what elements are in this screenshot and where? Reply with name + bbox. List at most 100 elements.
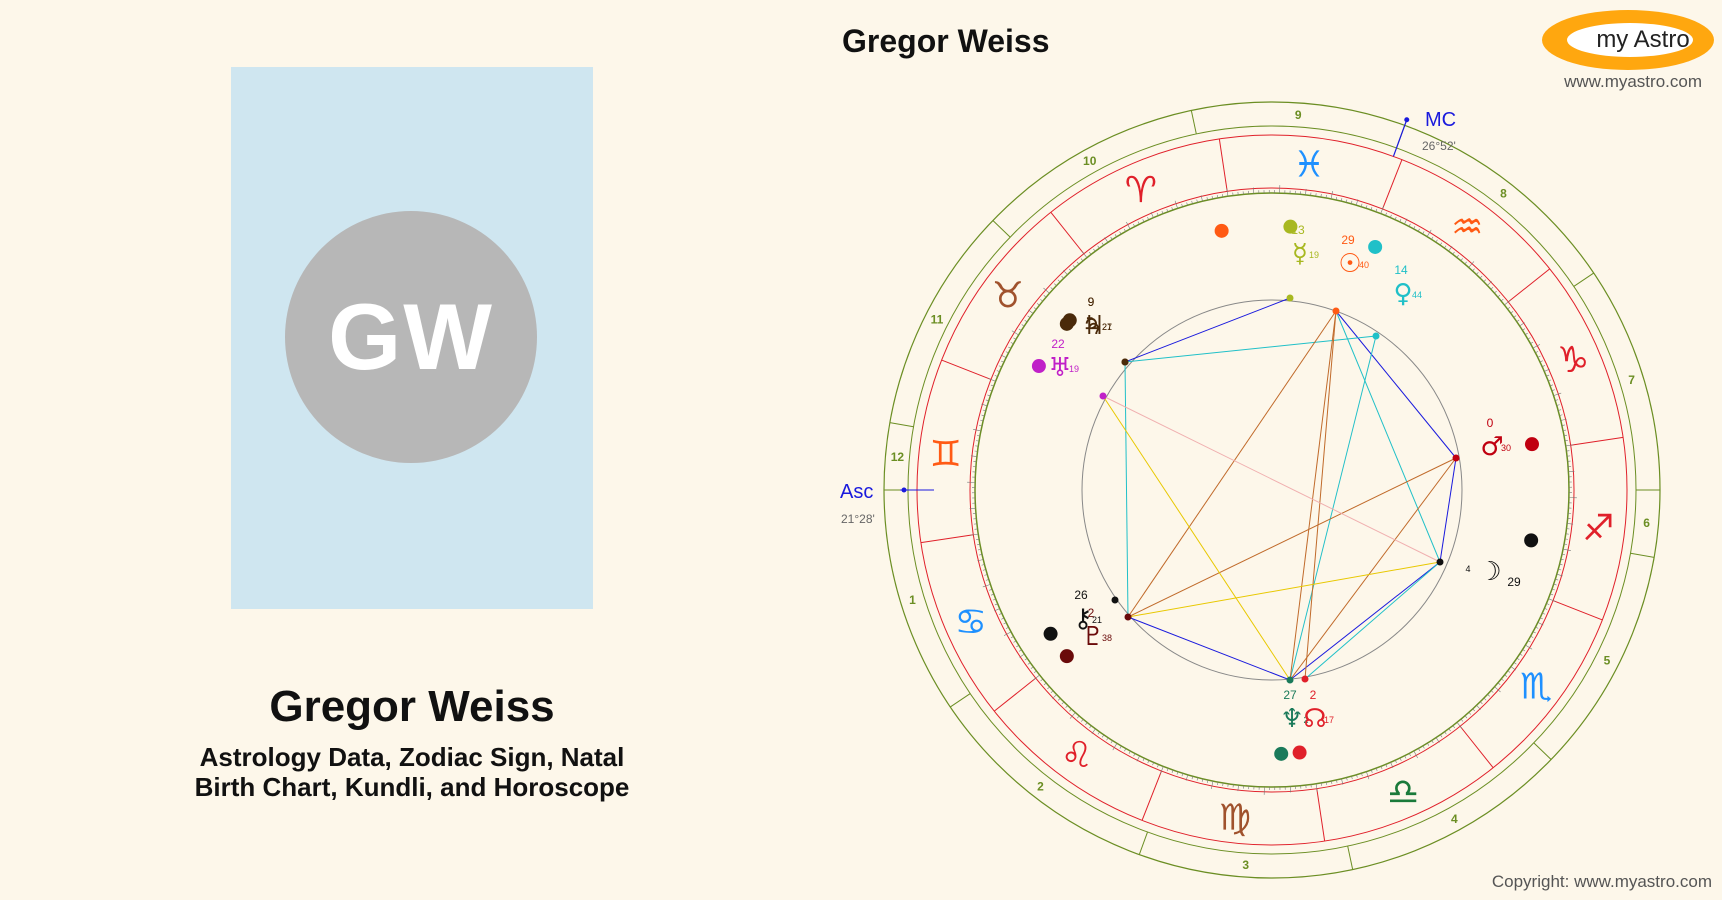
degree-tick [1126, 221, 1131, 230]
aspect-line-mars-pluto [1127, 457, 1457, 618]
degree-tick [1077, 715, 1080, 719]
degree-tick [979, 554, 983, 556]
degree-tick [1147, 216, 1149, 220]
degree-tick [1021, 324, 1025, 327]
planet-uranus-marker [1031, 359, 1046, 374]
degree-tick [1101, 242, 1104, 246]
planet-mars-aspect-point [1452, 454, 1460, 462]
degree-tick [1089, 251, 1092, 255]
degree-tick [1546, 374, 1550, 377]
degree-tick [1166, 768, 1169, 772]
degree-tick [1448, 728, 1451, 732]
planet-saturn-minute: 21 [1102, 322, 1112, 332]
degree-tick [987, 394, 991, 397]
degree-tick [1027, 662, 1031, 665]
degree-tick [1527, 640, 1531, 643]
degree-tick [1000, 354, 1007, 358]
sign-scorpio-icon: ♏ [1520, 666, 1552, 707]
degree-tick [1560, 418, 1567, 421]
degree-tick [1385, 212, 1387, 216]
degree-tick [1351, 776, 1353, 780]
degree-tick [1452, 725, 1455, 729]
house-cusp-3 [1138, 831, 1148, 855]
degree-tick [1532, 344, 1541, 349]
degree-tick [1171, 207, 1173, 211]
degree-tick [977, 559, 984, 562]
degree-tick [1136, 755, 1140, 762]
degree-tick [1216, 194, 1219, 199]
sign-virgo-icon: ♍ [1219, 797, 1251, 838]
degree-tick [1544, 608, 1548, 610]
degree-tick [984, 574, 988, 576]
degree-tick [988, 378, 996, 382]
degree-tick [1156, 212, 1159, 216]
degree-tick [1036, 303, 1040, 306]
degree-tick [1535, 626, 1539, 629]
degree-tick [1494, 686, 1501, 693]
degree-tick [1024, 319, 1028, 323]
degree-tick [1112, 743, 1118, 751]
planet-chiron-minute: 21 [1092, 615, 1102, 625]
house-cusp-8 [1573, 272, 1594, 287]
degree-tick [1315, 783, 1318, 792]
mc-axis-point [1404, 117, 1410, 123]
degree-tick [1331, 780, 1333, 785]
degree-tick [1516, 319, 1520, 322]
degree-tick [998, 365, 1002, 368]
planet-pluto-marker [1059, 649, 1074, 664]
degree-tick [1564, 543, 1568, 545]
planet-node-degree: 2 [1310, 688, 1317, 702]
degree-tick [1018, 649, 1022, 652]
house-number-3: 3 [1242, 858, 1249, 872]
mc-degree: 26°52' [1422, 139, 1456, 153]
degree-tick [994, 603, 998, 606]
degree-tick [1011, 330, 1019, 336]
aspect-line-sun-pluto [1127, 310, 1337, 618]
degree-tick [1563, 434, 1568, 437]
degree-tick [1018, 328, 1022, 331]
degree-tick [1181, 773, 1184, 777]
degree-tick [1417, 228, 1420, 232]
degree-tick [1435, 737, 1440, 743]
degree-tick [1061, 275, 1064, 279]
degree-tick [1008, 346, 1012, 349]
degree-tick [973, 429, 981, 432]
degree-tick [1537, 622, 1544, 626]
degree-tick [1043, 682, 1047, 686]
degree-tick [1091, 728, 1096, 734]
brand-logo[interactable]: my Astro [1542, 10, 1714, 70]
degree-tick [1211, 195, 1213, 200]
degree-tick [1346, 777, 1348, 781]
degree-tick [1426, 229, 1432, 237]
aspect-line-venus-neptune [1289, 335, 1377, 681]
degree-tick [1399, 219, 1402, 222]
degree-tick [1460, 718, 1464, 722]
sign-gemini-icon: ♊ [929, 434, 961, 475]
subtitle-line-2: Birth Chart, Kundli, and Horoscope [194, 772, 630, 802]
aspect-line-moon-neptune [1289, 561, 1441, 681]
degree-tick [1431, 236, 1434, 240]
sign-divider-capricorn [1570, 436, 1624, 446]
degree-tick [1487, 281, 1492, 286]
degree-tick [1553, 583, 1557, 586]
degree-tick [1524, 332, 1528, 335]
degree-tick [1480, 701, 1483, 705]
brand-logo-inner [1567, 23, 1693, 57]
degree-tick [990, 593, 994, 596]
planet-uranus-degree: 22 [1051, 337, 1065, 351]
degree-tick [1464, 261, 1467, 265]
degree-tick [1440, 734, 1443, 738]
planet-saturn-marker [1059, 316, 1074, 331]
degree-tick [1413, 226, 1416, 230]
degree-tick [1150, 212, 1154, 218]
planet-sun-degree: 29 [1341, 233, 1355, 247]
brand-url[interactable]: www.myastro.com [1564, 72, 1702, 91]
degree-tick [1464, 715, 1468, 719]
degree-tick [1047, 686, 1050, 690]
degree-tick [1404, 755, 1407, 759]
degree-tick [1394, 216, 1397, 220]
aspect-line-pluto-moon [1127, 561, 1441, 618]
degree-tick [996, 370, 1000, 372]
degree-tick [1057, 279, 1061, 283]
